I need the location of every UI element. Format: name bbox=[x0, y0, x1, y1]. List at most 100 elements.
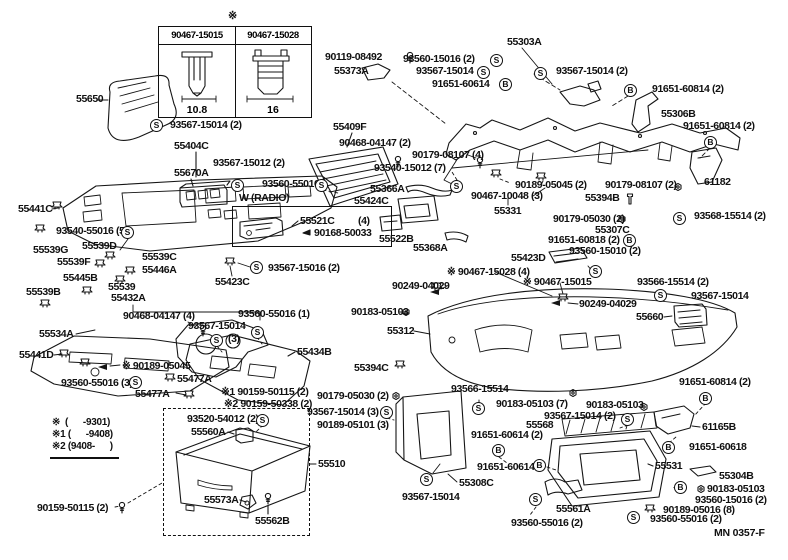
part-label: 55539C bbox=[142, 251, 177, 263]
part-label: 61165B bbox=[702, 421, 736, 433]
part-label: 90189-05016 (8) bbox=[663, 504, 735, 516]
part-label: 55331 bbox=[494, 205, 522, 217]
part-label: 55539D bbox=[82, 240, 117, 252]
part-label: 55560A bbox=[191, 426, 226, 438]
part-label: 93560-15016 (2) bbox=[695, 494, 767, 506]
part-label: 93567-15014 (2) bbox=[544, 410, 616, 422]
part-label: 91651-60618 bbox=[689, 441, 747, 453]
screw-mark-icon: S bbox=[673, 212, 686, 225]
part-label: 55573A bbox=[204, 494, 239, 506]
part-label: 55562B bbox=[255, 515, 290, 527]
part-label: 90168-50033 bbox=[314, 227, 372, 239]
screw-mark-icon: S bbox=[250, 261, 263, 274]
part-label: 93560-15010 (2) bbox=[569, 245, 641, 257]
part-label: 55441C bbox=[18, 203, 53, 215]
part-label: 93567-15014 (2) bbox=[556, 65, 628, 77]
part-label: 90179-08107 (4) bbox=[412, 149, 484, 161]
screw-mark-icon: S bbox=[534, 67, 547, 80]
part-label: 55446A bbox=[142, 264, 177, 276]
part-label: ※ 90467-15028 (4) bbox=[447, 266, 530, 278]
part-label: 55539 bbox=[108, 281, 136, 293]
screw-mark-icon: S bbox=[589, 265, 602, 278]
legend-row: ※1 ( -9408) bbox=[52, 429, 113, 441]
screw-mark-icon: S bbox=[231, 179, 244, 192]
bolt-mark-icon: B bbox=[492, 444, 505, 457]
part-label: 55477A bbox=[177, 373, 212, 385]
screw-mark-icon: S bbox=[654, 289, 667, 302]
part-label: 55660 bbox=[636, 311, 664, 323]
part-label: 93540-15012 (7) bbox=[374, 162, 446, 174]
screw-mark-icon: S bbox=[490, 54, 503, 67]
part-label: (4) bbox=[358, 215, 370, 227]
screw-mark-icon: S bbox=[627, 511, 640, 524]
screw-mark-icon: S bbox=[150, 119, 163, 132]
inset-part-number: 90467-15015 bbox=[171, 30, 223, 41]
part-label: 55423D bbox=[511, 252, 546, 264]
part-label: 55531 bbox=[655, 460, 683, 472]
screw-mark-icon: S bbox=[477, 66, 490, 79]
part-label: 55366A bbox=[370, 183, 405, 195]
part-label: 91651-60614 bbox=[477, 461, 535, 473]
part-label: 55434B bbox=[297, 346, 332, 358]
screw-mark-icon: S bbox=[420, 473, 433, 486]
part-label: 55670A bbox=[174, 167, 209, 179]
glovebox-assembly-box bbox=[163, 408, 310, 536]
part-label: 90468-04147 (4) bbox=[123, 310, 195, 322]
part-label: 90467-10048 (3) bbox=[471, 190, 543, 202]
part-label: ※ 90189-05045 bbox=[122, 360, 191, 372]
part-label: ※1 90159-50115 (2) bbox=[221, 386, 309, 398]
part-label: W (RADIO) bbox=[239, 192, 290, 204]
part-label: 90179-05030 (2) bbox=[553, 213, 625, 225]
screw-mark-icon: S bbox=[380, 406, 393, 419]
part-label: 55312 bbox=[387, 325, 415, 337]
asterisk-marker: ※ bbox=[228, 10, 238, 22]
part-label: 93567-15014 bbox=[402, 491, 460, 503]
part-label: 55308C bbox=[459, 477, 494, 489]
part-label: 93567-15012 (2) bbox=[213, 157, 285, 169]
part-label: 93566-15514 bbox=[451, 383, 509, 395]
part-label: 93567-15014 bbox=[188, 320, 246, 332]
part-label: 55539B bbox=[26, 286, 61, 298]
part-label: 55432A bbox=[111, 292, 146, 304]
part-label: 90179-05030 (2) bbox=[317, 390, 389, 402]
part-label: 55373A bbox=[334, 65, 369, 77]
inset-dimension: 16 bbox=[267, 104, 279, 116]
part-label: 93567-15014 bbox=[691, 290, 749, 302]
part-label: 55394C bbox=[354, 362, 389, 374]
part-label: 91651-60814 (2) bbox=[652, 83, 724, 95]
screw-mark-icon: S bbox=[256, 414, 269, 427]
part-label: 55423C bbox=[215, 276, 250, 288]
part-label: 55303A bbox=[507, 36, 542, 48]
part-label: 55409F bbox=[333, 121, 367, 133]
clip-size-inset-box: 90467-15015 90467-15028 10.8 16 bbox=[158, 26, 312, 118]
part-label: 93568-15514 (2) bbox=[694, 210, 766, 222]
bolt-mark-icon: B bbox=[699, 392, 712, 405]
screw-mark-icon: S bbox=[251, 326, 264, 339]
radio-option-box bbox=[232, 206, 392, 247]
page-code: MN 0357-F bbox=[714, 527, 765, 539]
part-label: 90468-04147 (2) bbox=[339, 137, 411, 149]
inset-header-rule bbox=[159, 44, 311, 45]
bolt-mark-icon: B bbox=[499, 78, 512, 91]
part-label: 90183-05103 bbox=[707, 483, 765, 495]
part-label: 55568 bbox=[526, 419, 554, 431]
part-label: 55394B bbox=[585, 192, 620, 204]
part-label: ※ 90467-15015 bbox=[523, 276, 592, 288]
part-label: 91651-60614 (2) bbox=[471, 429, 543, 441]
part-label: 93560-15016 (2) bbox=[403, 53, 475, 65]
part-label: 93560-55016 bbox=[262, 178, 320, 190]
bolt-mark-icon: B bbox=[533, 459, 546, 472]
part-label: 55304B bbox=[719, 470, 754, 482]
part-label: 90183-05103 bbox=[351, 306, 409, 318]
part-label: 93567-15014 (2) bbox=[170, 119, 242, 131]
part-label: 55650 bbox=[76, 93, 104, 105]
part-label: 55521C bbox=[300, 215, 335, 227]
screw-mark-icon: S bbox=[472, 402, 485, 415]
part-label: 93560-55016 (1) bbox=[238, 308, 310, 320]
part-label: 93567-15016 (2) bbox=[268, 262, 340, 274]
part-label: 90183-05103 (7) bbox=[496, 398, 568, 410]
part-label: 55477A bbox=[135, 388, 170, 400]
applicability-legend: ※ ( -9301) ※1 ( -9408) ※2 (9408- ) bbox=[50, 417, 119, 459]
